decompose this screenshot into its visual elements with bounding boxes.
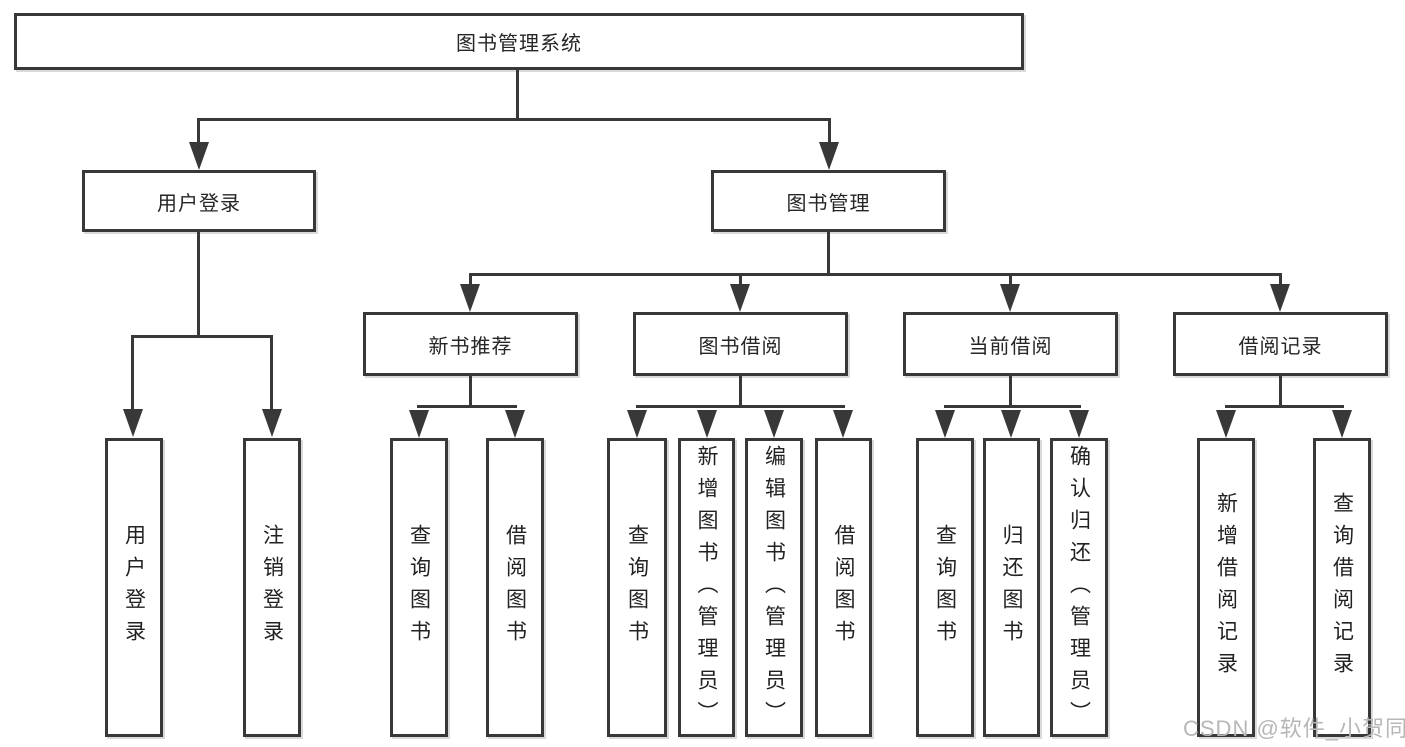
connector-line xyxy=(197,118,831,121)
leaf-query-books-borrowing: 查询图书 xyxy=(607,438,667,737)
connector-line xyxy=(417,405,517,408)
arrowhead-icon xyxy=(1270,284,1290,312)
connector-line xyxy=(827,231,830,275)
csdn-watermark: CSDN @软件_小贺同学 xyxy=(1183,716,1405,741)
arrowhead-icon xyxy=(764,410,784,438)
connector-line xyxy=(469,273,1282,276)
connector-line xyxy=(739,273,742,286)
arrowhead-icon xyxy=(697,410,717,438)
arrowhead-icon xyxy=(627,410,647,438)
node-current-borrowing: 当前借阅 xyxy=(903,312,1118,376)
connector-line xyxy=(636,405,845,408)
arrowhead-icon xyxy=(123,409,143,437)
leaf-return-books: 归还图书 xyxy=(983,438,1040,737)
connector-line xyxy=(469,376,472,407)
connector-line xyxy=(516,68,519,120)
leaf-query-borrow-record: 查询借阅记录 xyxy=(1313,438,1371,737)
arrowhead-icon xyxy=(935,410,955,438)
leaf-borrow-books-borrowing: 借阅图书 xyxy=(815,438,872,737)
connector-line xyxy=(197,231,200,337)
leaf-add-borrow-record: 新增借阅记录 xyxy=(1197,438,1255,737)
leaf-query-books-current: 查询图书 xyxy=(916,438,974,737)
connector-line xyxy=(131,335,273,338)
arrowhead-icon xyxy=(262,409,282,437)
arrowhead-icon xyxy=(1216,410,1236,438)
arrowhead-icon xyxy=(819,142,839,170)
node-book-borrowing-label: 图书借阅 xyxy=(698,335,783,358)
node-book-borrowing: 图书借阅 xyxy=(633,312,848,376)
connector-line xyxy=(1279,376,1282,407)
leaf-query-books-recommend: 查询图书 xyxy=(390,438,448,737)
connector-line xyxy=(469,273,472,286)
leaf-user-login: 用户登录 xyxy=(105,438,163,737)
arrowhead-icon xyxy=(409,410,429,438)
node-new-book-recommend-label: 新书推荐 xyxy=(428,335,513,358)
node-book-management-branch-label: 图书管理 xyxy=(786,192,871,215)
leaf-logout: 注销登录 xyxy=(243,438,301,737)
node-current-borrowing-label: 当前借阅 xyxy=(968,335,1053,358)
arrowhead-icon xyxy=(1332,410,1352,438)
node-new-book-recommend: 新书推荐 xyxy=(363,312,578,376)
node-user-login-branch-label: 用户登录 xyxy=(157,192,241,215)
arrowhead-icon xyxy=(505,410,525,438)
connector-line xyxy=(1009,273,1012,286)
arrowhead-icon xyxy=(189,142,209,170)
connector-line xyxy=(739,376,742,407)
leaf-add-books-admin: 新增图书（管理员） xyxy=(678,438,735,737)
arrowhead-icon xyxy=(1001,410,1021,438)
arrowhead-icon xyxy=(1000,284,1020,312)
connector-line xyxy=(197,118,200,146)
node-user-login-branch: 用户登录 xyxy=(82,170,316,232)
connector-line xyxy=(828,118,831,146)
connector-line xyxy=(1279,273,1282,286)
arrowhead-icon xyxy=(833,410,853,438)
connector-line xyxy=(1225,405,1344,408)
arrowhead-icon xyxy=(460,284,480,312)
leaf-borrow-books-recommend: 借阅图书 xyxy=(486,438,544,737)
connector-line xyxy=(131,335,134,411)
node-borrowing-records-label: 借阅记录 xyxy=(1238,335,1323,358)
leaf-confirm-return-admin: 确认归还（管理员） xyxy=(1050,438,1108,737)
arrowhead-icon xyxy=(730,284,750,312)
leaf-edit-books-admin: 编辑图书（管理员） xyxy=(745,438,803,737)
node-root-system: 图书管理系统 xyxy=(14,13,1024,70)
connector-line xyxy=(1009,376,1012,407)
arrowhead-icon xyxy=(1069,410,1089,438)
connector-line xyxy=(270,335,273,411)
connector-line xyxy=(944,405,1081,408)
node-borrowing-records: 借阅记录 xyxy=(1173,312,1388,376)
node-root-label: 图书管理系统 xyxy=(456,33,582,55)
node-book-management-branch: 图书管理 xyxy=(711,170,946,232)
